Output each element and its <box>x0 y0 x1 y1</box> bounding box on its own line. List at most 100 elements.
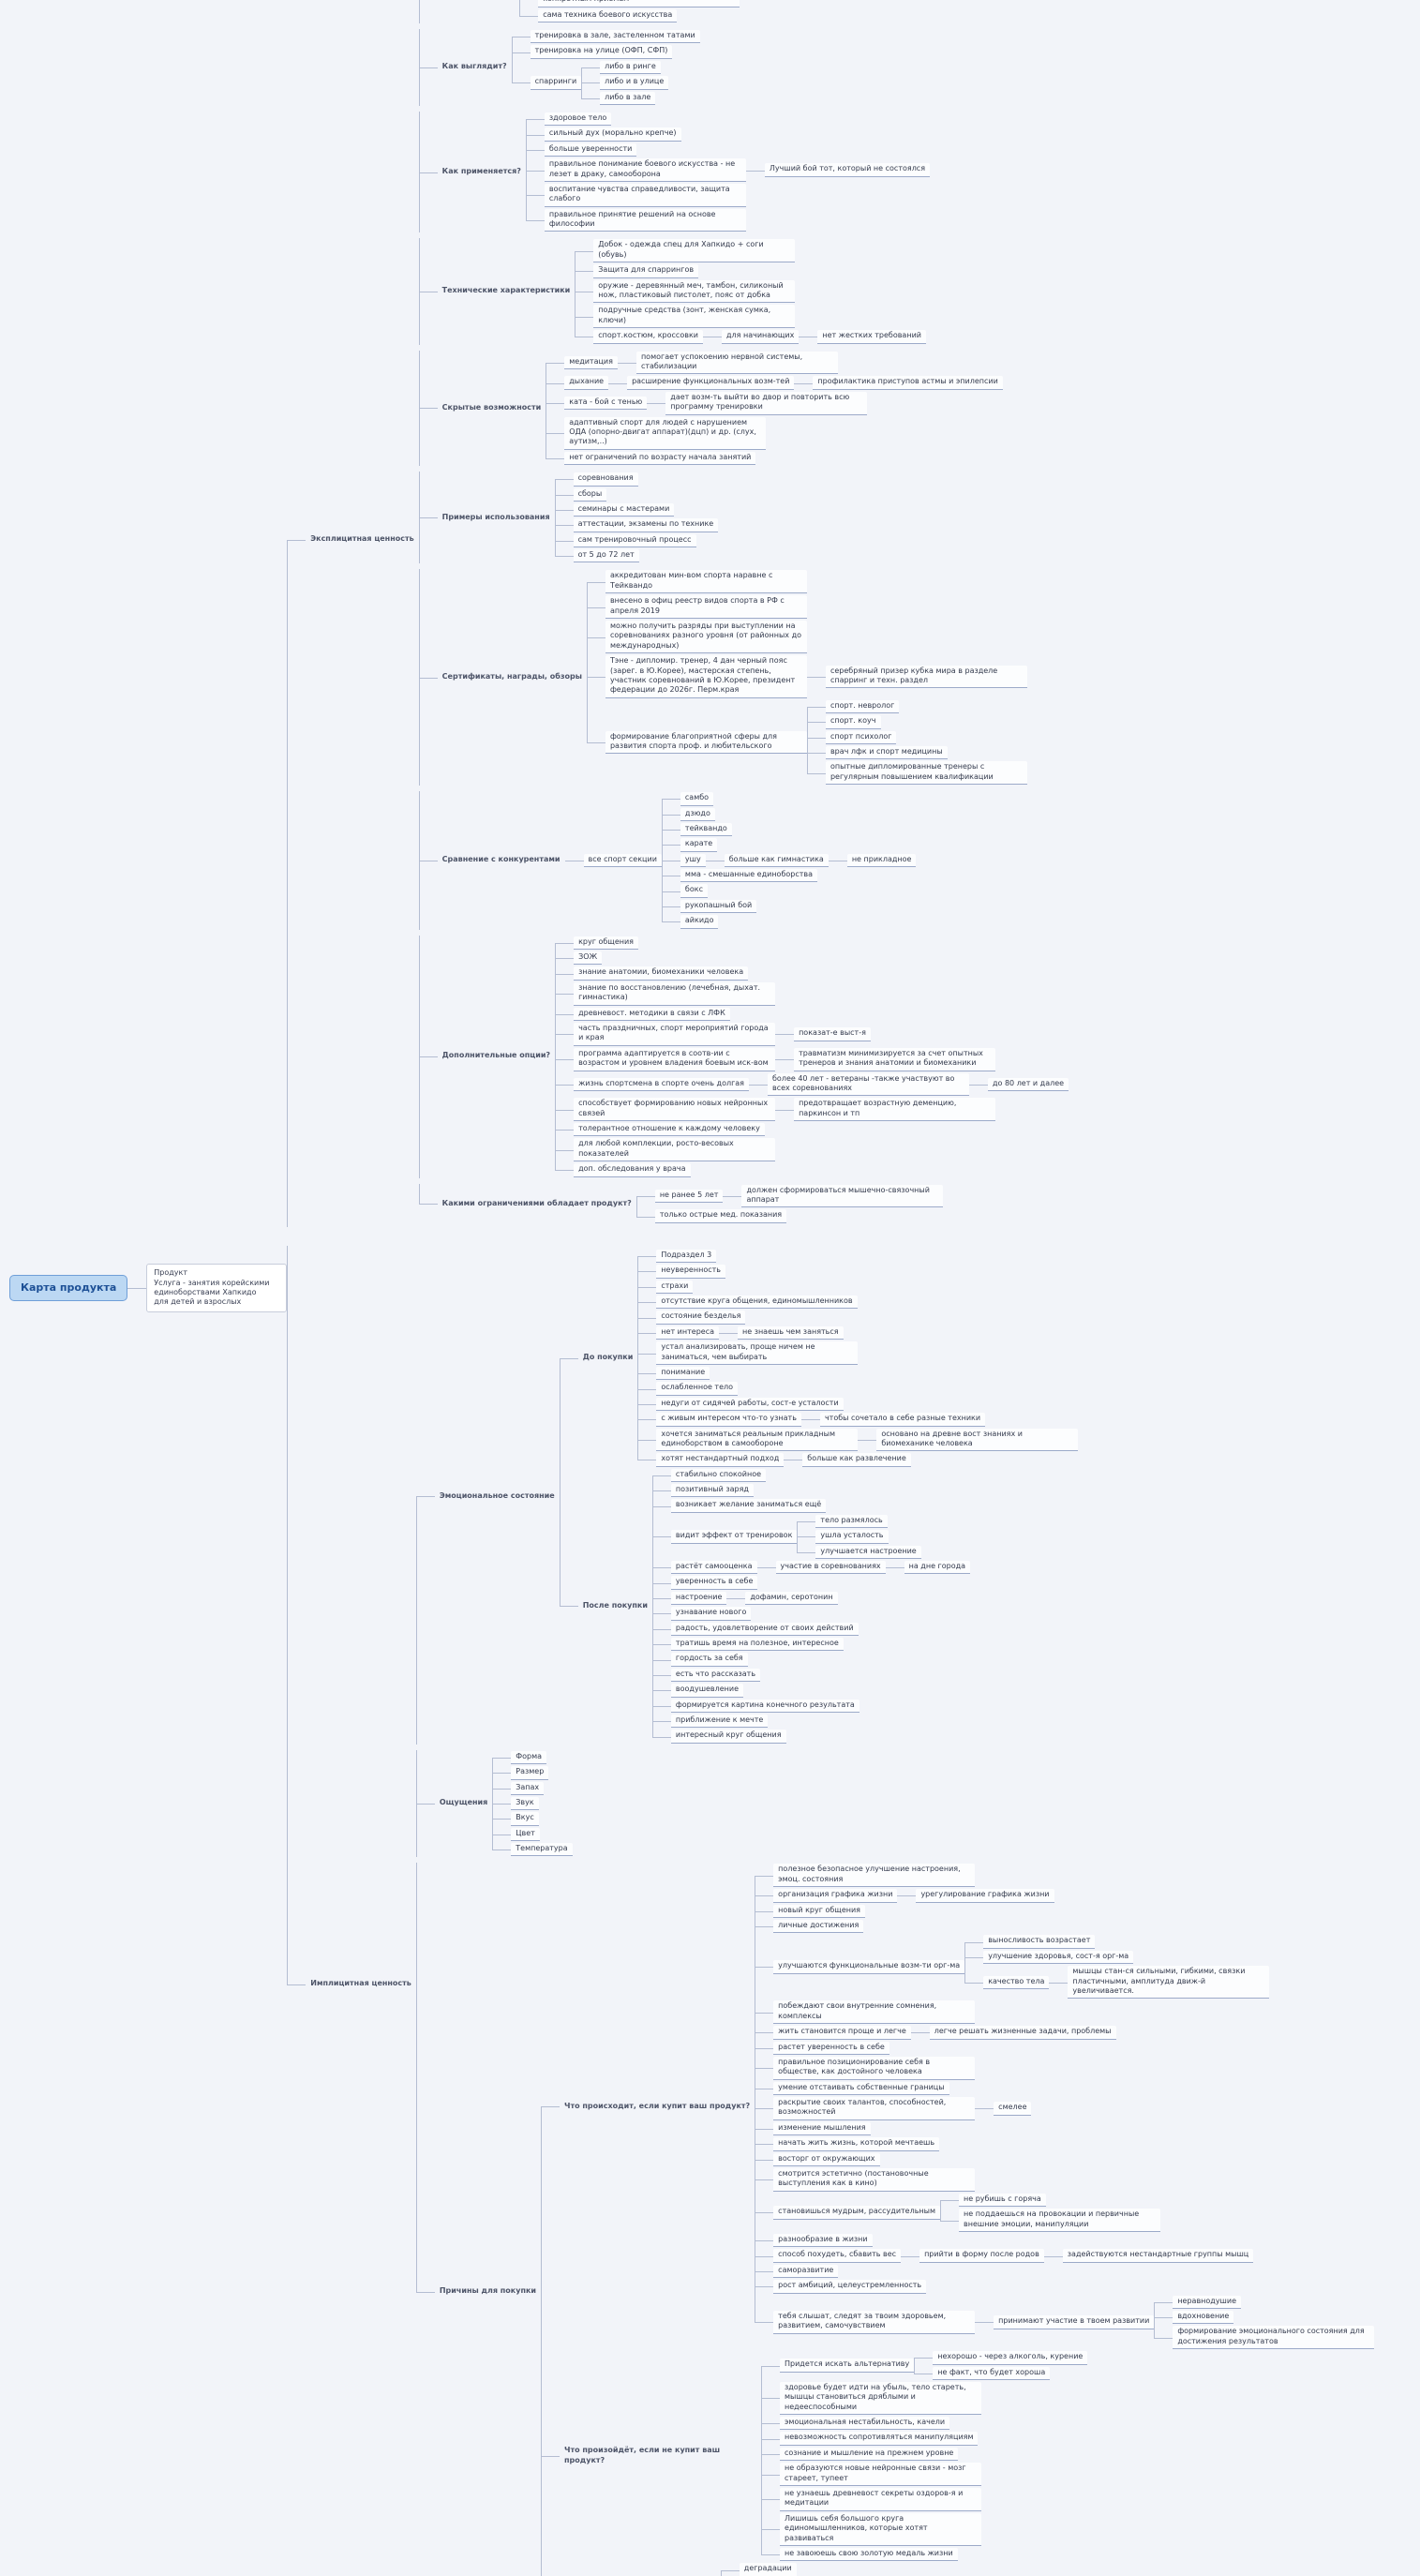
branch-explicit-value[interactable]: Эксплицитная ценность <box>310 534 414 544</box>
topic[interactable]: профилактика приступов астмы и эпилепсии <box>813 376 1003 390</box>
topic[interactable]: нет интереса <box>656 1325 719 1340</box>
q-examples[interactable]: Примеры использования <box>441 512 550 521</box>
topic[interactable]: Форма <box>511 1750 547 1765</box>
topic[interactable]: дыхание <box>564 376 609 390</box>
topic[interactable]: Вкус <box>511 1812 539 1826</box>
topic[interactable]: Звук <box>511 1796 539 1811</box>
topic[interactable]: способствует формированию новых нейронны… <box>574 1098 776 1122</box>
topic[interactable]: либо в ринге <box>600 60 661 75</box>
topic[interactable]: раскрытие своих талантов, способностей, … <box>773 2097 976 2120</box>
topic[interactable]: спарринги <box>530 76 582 90</box>
topic[interactable]: подручные средства (зонт, женская сумка,… <box>593 305 796 329</box>
topic[interactable]: опытные дипломированные тренеры с регуля… <box>825 761 1027 786</box>
topic[interactable]: интересный круг общения <box>670 1730 786 1744</box>
topic[interactable]: больше как развлечение <box>802 1453 911 1467</box>
topic[interactable]: видит эффект от тренировок <box>670 1530 798 1544</box>
topic[interactable]: спорт психолог <box>825 730 897 744</box>
topic[interactable]: правильное принятие решений на основе фи… <box>544 208 746 232</box>
topic[interactable]: для начинающих <box>721 330 800 344</box>
topic[interactable]: не ранее 5 лет <box>654 1189 724 1204</box>
topic[interactable]: более 40 лет - ветераны -также участвуют… <box>768 1072 969 1097</box>
branch-implicit-value[interactable]: Имплицитная ценность <box>310 1979 411 1988</box>
topic[interactable]: показат-е выст-я <box>794 1027 871 1041</box>
topic[interactable]: программа адаптируется в соотв-ии с возр… <box>574 1047 776 1071</box>
topic[interactable]: древневост. методики в связи с ЛФК <box>574 1007 730 1021</box>
branch-emotional-state[interactable]: Эмоциональное состояние <box>439 1490 555 1500</box>
topic[interactable]: ушу <box>680 853 706 868</box>
topic[interactable]: тейквандо <box>680 822 732 837</box>
topic[interactable]: легче решать жизненные задачи, проблемы <box>929 2026 1116 2040</box>
topic[interactable]: отсутствие круга общения, единомышленник… <box>656 1295 858 1310</box>
topic[interactable]: вдохновение <box>1173 2310 1234 2325</box>
topic[interactable]: спорт. невролог <box>825 699 900 714</box>
topic[interactable]: знание анатомии, биомеханики человека <box>574 966 749 981</box>
topic[interactable]: должен сформироваться мышечно-связочный … <box>741 1184 944 1208</box>
topic[interactable]: радость, удовлетворение от своих действи… <box>670 1622 859 1636</box>
topic[interactable]: Тэне - дипломир. тренер, 4 дан черный по… <box>605 655 807 698</box>
topic[interactable]: предотвращает возрастную деменцию, парки… <box>794 1098 996 1122</box>
topic[interactable]: жить становится проще и легче <box>773 2026 911 2040</box>
topic[interactable]: воспитание чувства справедливости, защит… <box>544 183 746 207</box>
topic[interactable]: Придется искать альтернативу <box>780 2359 915 2373</box>
topic[interactable]: чтобы сочетало в себе разные техники <box>819 1413 986 1427</box>
topic[interactable]: адаптивный спорт для людей с нарушением … <box>564 416 767 450</box>
topic[interactable]: мышцы стан-ся сильными, гибкими, связки … <box>1068 1966 1270 1999</box>
q-limitations[interactable]: Какими ограничениями обладает продукт? <box>441 1198 632 1207</box>
topic[interactable]: больше уверенности <box>544 142 637 157</box>
topic[interactable]: либо и в улице <box>600 76 669 90</box>
topic[interactable]: тратишь время на полезное, интересное <box>670 1637 844 1652</box>
product-note[interactable]: Продукт Услуга - занятия корейскими един… <box>146 1264 288 1312</box>
q-looks[interactable]: Как выглядит? <box>441 62 507 71</box>
topic[interactable]: спорт.костюм, кроссовки <box>593 330 703 344</box>
topic[interactable]: основано на древне вост знаниях и биомех… <box>876 1428 1079 1452</box>
topic[interactable]: невозможность сопротивляться манипуляция… <box>780 2432 979 2446</box>
topic[interactable]: изменение мышления <box>773 2121 871 2136</box>
topic[interactable]: для любой комплекции, росто-весовых пока… <box>574 1138 776 1162</box>
topic[interactable]: Лучший бой тот, который не состоялся <box>764 163 931 177</box>
topic[interactable]: стабильно спокойное <box>670 1468 767 1483</box>
topic[interactable]: разнообразие в жизни <box>773 2234 873 2248</box>
topic[interactable]: Цвет <box>511 1827 540 1842</box>
topic[interactable]: аттестации, экзамены по технике <box>573 518 719 532</box>
root-topic[interactable]: Карта продукта <box>9 1274 128 1302</box>
topic[interactable]: не завоюешь свою золотую медаль жизни <box>780 2547 958 2562</box>
topic[interactable]: настроение <box>670 1591 727 1606</box>
topic[interactable]: понимание <box>656 1366 710 1381</box>
topic[interactable]: соревнования <box>573 472 638 487</box>
topic[interactable]: до 80 лет и далее <box>988 1077 1069 1092</box>
topic[interactable]: неуверенность <box>656 1265 725 1279</box>
topic[interactable]: медитация <box>564 355 618 370</box>
topic[interactable]: задействуются нестандартные группы мышц <box>1062 2249 1254 2263</box>
topic[interactable]: растёт самооценка <box>670 1561 757 1575</box>
topic[interactable]: ослабленное тело <box>656 1382 739 1396</box>
topic[interactable]: нехорошо - через алкоголь, курение <box>933 2351 1088 2365</box>
topic[interactable]: приближение к мечте <box>670 1714 769 1729</box>
topic[interactable]: Подраздел 3 <box>656 1249 717 1264</box>
topic[interactable]: недуги от сидячей работы, сост-е усталос… <box>656 1397 844 1412</box>
topic[interactable]: Лишишь себя большого круга единомышленни… <box>780 2512 982 2546</box>
topic[interactable]: правильное понимание боевого искусства -… <box>544 158 746 182</box>
topic[interactable]: семинары с мастерами <box>573 502 675 517</box>
topic[interactable]: неравнодушие <box>1173 2295 1241 2309</box>
topic[interactable]: доп. обследования у врача <box>574 1163 691 1177</box>
q-competitors[interactable]: Сравнение с конкурентами <box>441 855 561 864</box>
topic[interactable]: ЗОЖ <box>574 951 603 966</box>
topic[interactable]: Защита для спаррингов <box>593 264 699 278</box>
topic[interactable]: сильный дух (морально крепче) <box>544 127 681 142</box>
topic[interactable]: восторг от окружающих <box>773 2152 880 2167</box>
topic[interactable]: не узнаешь древневост секреты оздоров-я … <box>780 2488 982 2511</box>
topic[interactable]: айкидо <box>680 915 719 929</box>
topic[interactable]: формирование благоприятной сферы для раз… <box>605 730 807 755</box>
topic[interactable]: эмоциональная нестабильность, качели <box>780 2417 950 2431</box>
topic[interactable]: спец физ подготовка, подводящие к конкре… <box>538 0 740 7</box>
topic[interactable]: не прикладное <box>846 853 917 868</box>
topic[interactable]: способ похудеть, сбавить вес <box>773 2249 902 2263</box>
topic[interactable]: не факт, что будет хороша <box>933 2366 1051 2380</box>
topic[interactable]: тренировка на улице (ОФП, СФП) <box>530 45 673 59</box>
topic[interactable]: круг общения <box>574 936 638 951</box>
q-tech-specs[interactable]: Технические характеристики <box>441 286 571 295</box>
topic[interactable]: есть что рассказать <box>670 1668 761 1683</box>
topic[interactable]: сам тренировочный процесс <box>573 533 696 548</box>
topic[interactable]: толерантное отношение к каждому человеку <box>574 1123 765 1137</box>
topic[interactable]: становишься мудрым, рассудительным <box>773 2206 941 2220</box>
